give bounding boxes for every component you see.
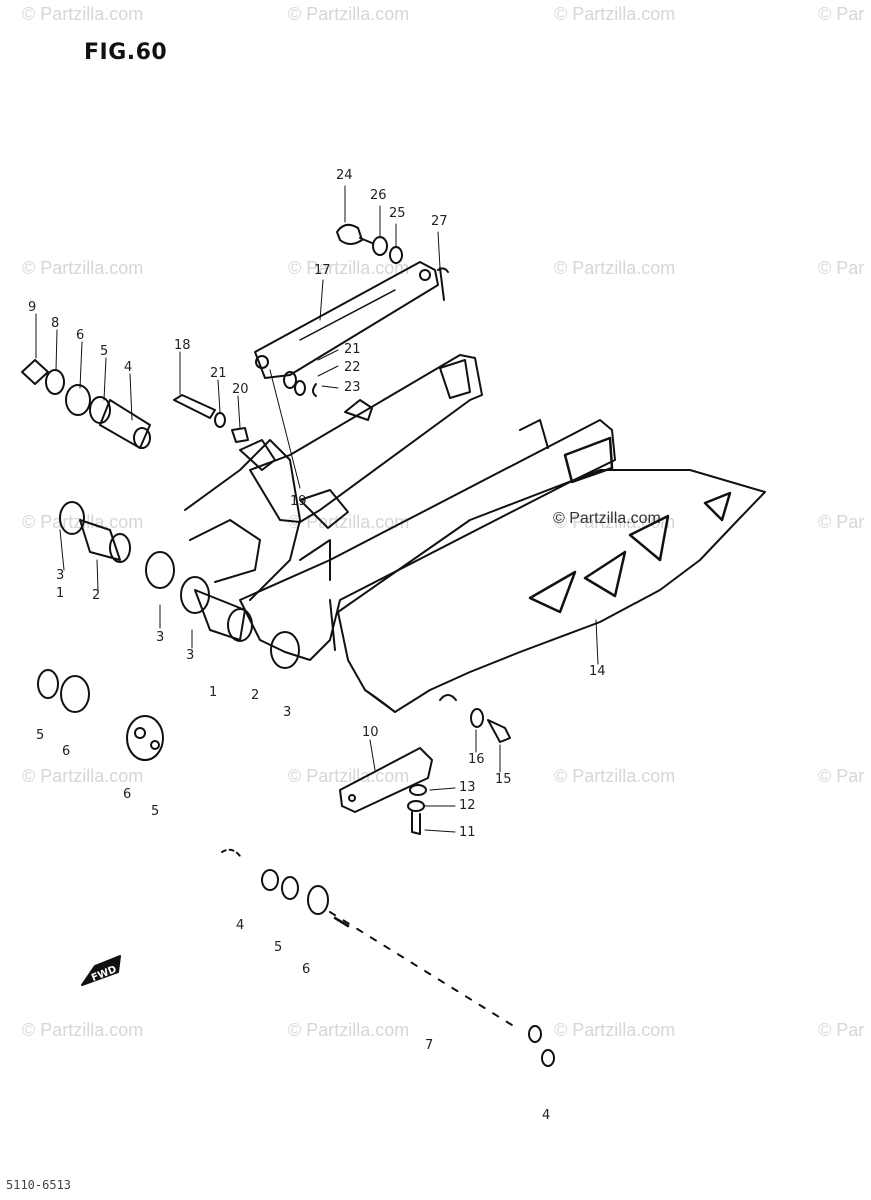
lower-left-bearing-parts xyxy=(37,669,164,761)
watermark-text: © Partzilla.com xyxy=(22,258,144,278)
link-washers-21-23 xyxy=(283,371,317,397)
callout-leader-lines xyxy=(35,185,599,833)
watermark-text-partial: © Par xyxy=(818,258,865,278)
part-callout-number: 2 xyxy=(251,688,260,703)
part-callout-number: 9 xyxy=(28,300,37,315)
part-callout-number: 27 xyxy=(431,214,448,229)
swingarm-pivot-housing xyxy=(184,439,349,601)
watermark-text-partial: © Par xyxy=(818,1020,865,1040)
part-callout-number: 26 xyxy=(370,188,387,203)
watermark-text-partial: © Par xyxy=(818,4,865,24)
part-callout-number: 7 xyxy=(425,1038,434,1053)
part-callout-number: 5 xyxy=(100,344,109,359)
watermark-text: © Partzilla.com xyxy=(288,766,410,786)
part-callout-number: 1 xyxy=(56,586,65,601)
part-callout-number: 18 xyxy=(174,338,191,353)
watermark-text-partial: © Par xyxy=(818,766,865,786)
part-callout-number: 5 xyxy=(151,804,160,819)
part-callout-number: 25 xyxy=(389,206,406,221)
part-callout-number: 22 xyxy=(344,360,361,375)
pivot-shaft-part-7 xyxy=(221,848,555,1067)
part-callout-number: 1 xyxy=(209,685,218,700)
chain-case-part-14 xyxy=(337,469,766,713)
part-callout-number: 2 xyxy=(92,588,101,603)
part-callout-number: 17 xyxy=(314,263,331,278)
watermark-text: © Partzilla.com xyxy=(288,1020,410,1040)
chain-case-bolt-15-16 xyxy=(470,708,511,743)
watermark-text: © Partzilla.com xyxy=(554,258,676,278)
watermark-text: © Partzilla.com xyxy=(554,766,676,786)
watermark-text-partial: © Par xyxy=(818,512,865,532)
watermark-text: © Partzilla.com xyxy=(554,1020,676,1040)
figure-footer-code: 5110-6513 xyxy=(6,1178,72,1192)
part-callout-number: 6 xyxy=(302,962,311,977)
part-callout-number: 14 xyxy=(589,664,606,679)
part-callout-number: 13 xyxy=(459,780,476,795)
part-callout-number: 6 xyxy=(76,328,85,343)
part-callout-number: 24 xyxy=(336,168,353,183)
torque-link-part-17 xyxy=(254,261,439,379)
watermark-text: © Partzilla.com xyxy=(22,4,144,24)
part-callout-number: 21 xyxy=(344,342,361,357)
part-callout-number: 6 xyxy=(62,744,71,759)
watermark-text: © Partzilla.com xyxy=(22,1020,144,1040)
fwd-arrow-icon: FWD xyxy=(81,955,121,986)
watermark-text: © Partzilla.com xyxy=(22,766,144,786)
part-callout-number: 8 xyxy=(51,316,60,331)
swingarm-left-beam xyxy=(249,354,483,523)
watermark-text: © Partzilla.com xyxy=(288,258,410,278)
part-callout-number: 3 xyxy=(156,630,165,645)
part-callout-number: 5 xyxy=(36,728,45,743)
part-callout-number: 15 xyxy=(495,772,512,787)
part-callout-number: 3 xyxy=(186,648,195,663)
pivot-bushing-stack xyxy=(59,501,300,669)
part-callout-number: 23 xyxy=(344,380,361,395)
part-callout-number: 3 xyxy=(283,705,292,720)
watermark-text: © Partzilla.com xyxy=(554,4,676,24)
part-callout-number: 6 xyxy=(123,787,132,802)
watermark-text: © Partzilla.com xyxy=(288,4,410,24)
part-callout-number: 20 xyxy=(232,382,249,397)
part-callout-number: 5 xyxy=(274,940,283,955)
part-callout-number: 11 xyxy=(459,825,476,840)
part-callout-number: 21 xyxy=(210,366,227,381)
part-callout-number: 10 xyxy=(362,725,379,740)
swingarm-right-beam xyxy=(239,419,616,661)
figure-title: FIG.60 xyxy=(84,40,168,65)
part-callout-number: 4 xyxy=(236,918,245,933)
part-callout-number: 19 xyxy=(290,494,307,509)
chain-slider-part-10 xyxy=(339,747,433,835)
part-callout-number: 16 xyxy=(468,752,485,767)
link-bolt-18-20-21 xyxy=(173,394,249,443)
part-callout-number: 4 xyxy=(542,1108,551,1123)
left-side-bearing-parts xyxy=(21,359,151,449)
part-callout-number: 12 xyxy=(459,798,476,813)
part-callout-number: 3 xyxy=(56,568,65,583)
part-callout-number: 4 xyxy=(124,360,133,375)
watermark-text-inline: © Partzilla.com xyxy=(553,510,661,527)
